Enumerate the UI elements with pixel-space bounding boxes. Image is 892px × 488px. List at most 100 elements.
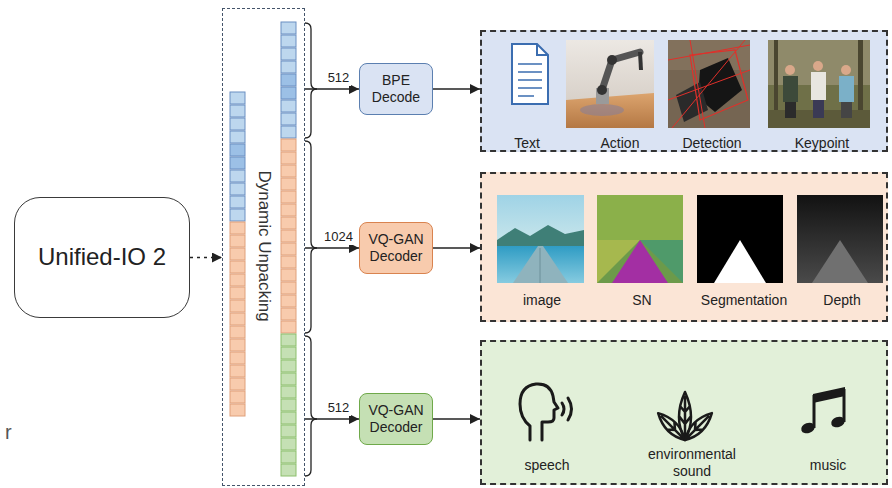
generated-image bbox=[513, 246, 568, 283]
token-count: 512 bbox=[326, 70, 352, 86]
detection-image bbox=[690, 50, 748, 120]
leaves-icon bbox=[679, 392, 691, 440]
leaves-icon bbox=[681, 409, 716, 444]
generated-image bbox=[497, 195, 584, 283]
speech-icon bbox=[520, 384, 572, 440]
leaves-icon bbox=[654, 392, 716, 444]
token-cell bbox=[230, 287, 245, 299]
connector-arrow bbox=[305, 88, 359, 90]
generated-image bbox=[497, 195, 584, 283]
detection-image bbox=[668, 40, 750, 128]
token-cell bbox=[230, 183, 245, 195]
token-cell bbox=[281, 165, 296, 177]
output-caption: Segmentation bbox=[701, 292, 787, 309]
output-caption: music bbox=[810, 457, 847, 474]
box-label: VQ-GAN Decoder bbox=[366, 231, 426, 265]
token-cell bbox=[281, 243, 296, 255]
detection-image bbox=[698, 58, 742, 112]
keypoint-image bbox=[785, 65, 795, 75]
token-cell bbox=[281, 347, 296, 359]
token-cell bbox=[230, 248, 245, 260]
robot-action-image bbox=[566, 40, 654, 128]
connector-arrow bbox=[433, 418, 480, 420]
generated-image bbox=[540, 248, 541, 283]
token-cell bbox=[281, 74, 296, 86]
surface-normal-image bbox=[597, 240, 640, 283]
music-icon bbox=[800, 387, 847, 435]
decoder-box: VQ-GAN Decoder bbox=[359, 222, 433, 274]
token-cell bbox=[281, 256, 296, 268]
token-cell bbox=[230, 157, 245, 169]
depth-image bbox=[797, 195, 883, 283]
keypoint-image bbox=[768, 40, 870, 128]
token-cell bbox=[281, 269, 296, 281]
token-cell bbox=[230, 131, 245, 143]
robot-action-image bbox=[566, 93, 654, 128]
segmentation-image bbox=[697, 195, 783, 283]
token-cell bbox=[230, 261, 245, 273]
token-cell bbox=[281, 100, 296, 112]
token-cell bbox=[281, 61, 296, 73]
keypoint-image bbox=[785, 102, 796, 118]
output-caption: Depth bbox=[823, 292, 860, 309]
leaves-icon bbox=[654, 409, 689, 444]
token-cell bbox=[230, 235, 245, 247]
token-cell bbox=[230, 222, 245, 234]
document-icon bbox=[537, 44, 548, 55]
token-cell bbox=[230, 339, 245, 351]
token-cell bbox=[230, 313, 245, 325]
detection-image bbox=[668, 40, 750, 70]
keypoint-image bbox=[813, 61, 823, 71]
token-cell bbox=[230, 144, 245, 156]
speech-icon bbox=[520, 384, 558, 440]
token-cell bbox=[281, 399, 296, 411]
token-cell bbox=[281, 425, 296, 437]
token-cell bbox=[230, 196, 245, 208]
detection-image bbox=[668, 40, 750, 128]
keypoint-image bbox=[813, 100, 824, 118]
keypoint-image bbox=[811, 72, 826, 100]
token-count: 512 bbox=[326, 400, 352, 416]
token-cell bbox=[281, 373, 296, 385]
keypoint-image bbox=[768, 40, 870, 85]
token-count: 1024 bbox=[322, 229, 355, 245]
box-label: BPE Decode bbox=[366, 72, 426, 106]
token-cell bbox=[230, 326, 245, 338]
token-cell bbox=[281, 204, 296, 216]
output-caption: image bbox=[523, 292, 561, 309]
token-cell bbox=[281, 35, 296, 47]
box-label: VQ-GAN Decoder bbox=[366, 402, 426, 436]
token-columns bbox=[230, 22, 296, 476]
leaves-icon bbox=[679, 392, 691, 440]
surface-normal-image bbox=[612, 240, 668, 283]
unpacking-box: Dynamic Unpacking bbox=[222, 8, 305, 486]
keypoint-image bbox=[858, 40, 863, 110]
vertical-title: Dynamic Unpacking bbox=[254, 170, 274, 321]
box-label: Unified-IO 2 bbox=[38, 243, 166, 272]
output-panel: speechenvironmental soundmusic bbox=[480, 340, 888, 485]
document-icon bbox=[512, 44, 548, 104]
output-caption: Keypoint bbox=[795, 135, 849, 152]
depth-image bbox=[797, 195, 883, 283]
connector-arrow bbox=[433, 88, 480, 90]
detection-image bbox=[668, 40, 750, 128]
connector-arrow bbox=[433, 247, 480, 249]
generated-image bbox=[497, 225, 584, 246]
robot-action-image bbox=[640, 52, 641, 70]
output-caption: Action bbox=[601, 135, 640, 152]
token-cell bbox=[281, 230, 296, 242]
decoder-box: BPE Decode bbox=[359, 63, 433, 115]
robot-action-image bbox=[602, 52, 640, 90]
music-icon bbox=[800, 421, 817, 435]
token-cell bbox=[230, 105, 245, 117]
token-cell bbox=[230, 300, 245, 312]
bracket bbox=[305, 23, 317, 476]
token-cell bbox=[230, 92, 245, 104]
token-cell bbox=[281, 22, 296, 34]
keypoint-image bbox=[839, 76, 854, 102]
token-cell bbox=[281, 217, 296, 229]
robot-action-image bbox=[597, 85, 607, 95]
segmentation-image bbox=[714, 240, 766, 283]
music-icon bbox=[830, 415, 847, 429]
